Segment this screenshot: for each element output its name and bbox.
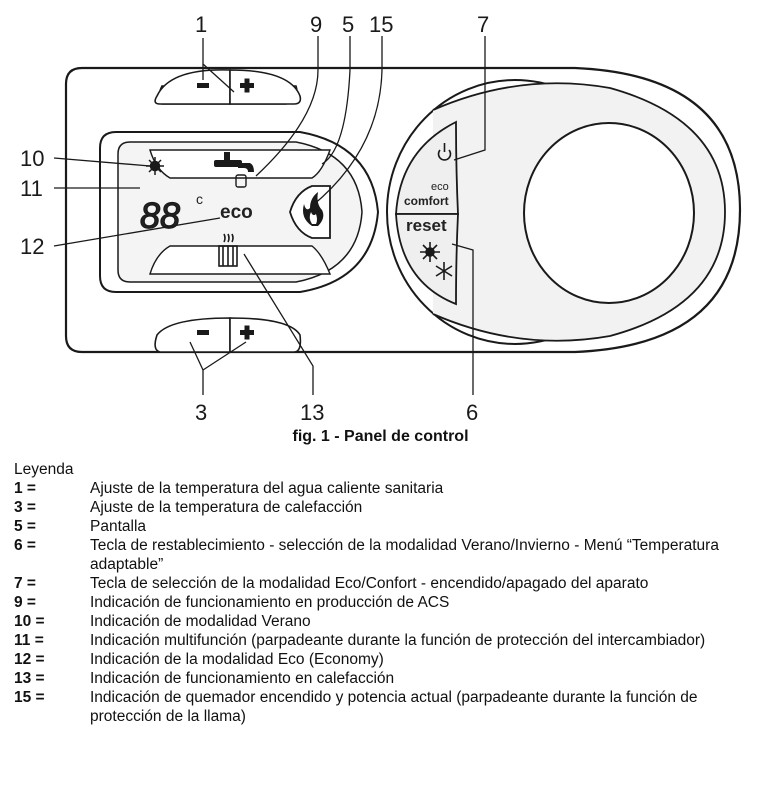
legend-key: 11 = [14,632,44,649]
reset-key[interactable] [395,213,459,306]
lcd-bottom-lens [149,245,332,275]
callout-9: 9 [310,12,322,37]
legend-row: 3 = Ajuste de la temperatura de calefacci… [14,498,749,517]
callout-5: 5 [342,12,354,37]
legend-row: 5 = Pantalla [14,517,749,536]
snowflake-icon [435,262,453,280]
callout-3: 3 [195,400,207,425]
callout-11: 11 [20,176,43,201]
legend-row: 1 = Ajuste de la temperatura del agua cal… [14,479,749,498]
lcd-unit: c [196,191,203,207]
legend-key: 7 = [14,575,36,592]
callout-12: 12 [20,234,44,259]
legend-row: 12 = Indicación de la modalidad Eco (Econ… [14,650,749,669]
callout-10: 10 [20,146,44,171]
legend-text: Indicación de funcionamiento en producci… [90,594,450,611]
radiator-icon [218,233,238,267]
rotary-knob[interactable] [523,122,695,304]
legend-text: Ajuste de la temperatura de calefacción [90,499,363,516]
tap-icon [214,152,254,188]
legend-row: 10 = Indicación de modalidad Verano [14,612,749,631]
legend-text: Pantalla [90,518,147,535]
legend-row: 13 = Indicación de funcionamiento en cale… [14,669,749,688]
heating-minus-icon [197,330,209,335]
legend-key: 1 = [14,480,36,497]
dhw-temp-buttons[interactable] [154,69,302,105]
heating-plus-icon [240,325,254,340]
callout-6: 6 [466,400,478,425]
flame-icon [303,192,324,226]
legend-key: 3 = [14,499,36,516]
summer-mode-icon [146,157,164,175]
legend-key: 12 = [14,651,45,668]
legend-row: 11 = Indicación multifunción (parpadeante… [14,631,749,650]
legend-text: Ajuste de la temperatura del agua calien… [90,480,444,497]
callout-13: 13 [300,400,324,425]
sun-icon [420,242,440,262]
callout-1: 1 [195,12,207,37]
dhw-plus-icon [240,78,254,93]
legend-text: Indicación de quemador encendido y poten… [90,689,698,725]
dhw-minus-icon [197,83,209,88]
eco-small-label: eco [431,181,449,193]
legend-text: Indicación de funcionamiento en calefacc… [90,670,395,687]
legend-text: Tecla de selección de la modalidad Eco/C… [90,575,649,592]
legend-key: 5 = [14,518,36,535]
legend: Leyenda 1 = Ajuste de la temperatura del … [14,460,749,726]
legend-row: 6 = Tecla de restablecimiento - selección… [14,536,749,574]
reset-label: reset [406,216,447,235]
legend-text: Indicación multifunción (parpadeante dur… [90,632,706,649]
legend-row: 15 = Indicación de quemador encendido y p… [14,688,749,726]
leader-lines [53,36,486,395]
lcd-digits: 88 [140,195,180,236]
figure-caption: fig. 1 - Panel de control [292,428,469,445]
legend-row: 9 = Indicación de funcionamiento en produ… [14,593,749,612]
legend-row: 7 = Tecla de selección de la modalidad Ec… [14,574,749,593]
legend-key: 15 = [14,689,45,706]
legend-key: 10 = [14,613,45,630]
legend-text: Indicación de la modalidad Eco (Economy) [90,651,384,668]
legend-text: Tecla de restablecimiento - selección de… [90,537,719,573]
power-icon [437,143,452,161]
legend-title: Leyenda [14,461,74,478]
comfort-small-label: comfort [404,194,449,208]
callout-7: 7 [477,12,489,37]
legend-key: 13 = [14,670,45,687]
legend-key: 9 = [14,594,36,611]
control-panel-diagram: eco comfort reset 88 c e [20,12,742,425]
callout-15: 15 [369,12,393,37]
eco-indicator: eco [220,202,253,223]
legend-text: Indicación de modalidad Verano [90,613,311,630]
heating-temp-buttons[interactable] [154,317,302,353]
legend-key: 6 = [14,537,36,554]
